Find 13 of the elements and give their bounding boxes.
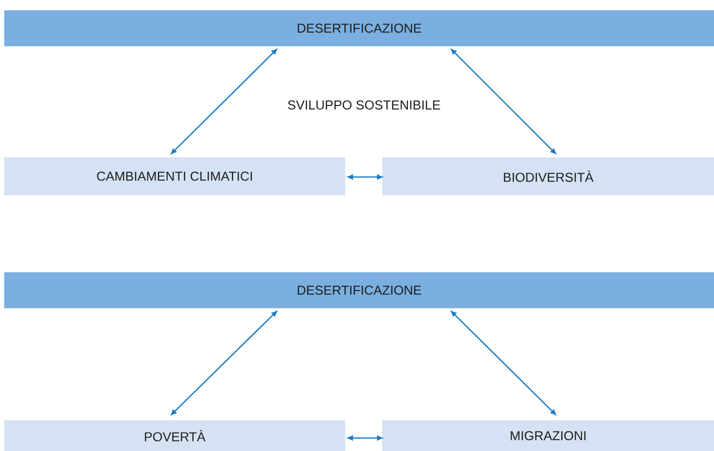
topic-box: BIODIVERSITÀ (382, 157, 714, 196)
double-arrow (348, 436, 382, 440)
double-arrow (451, 311, 556, 415)
header-bar: DESERTIFICAZIONE (4, 10, 714, 46)
double-arrow (348, 174, 382, 180)
topic-box: CAMBIAMENTI CLIMATICI (4, 157, 346, 196)
double-arrow (171, 311, 277, 415)
double-arrow (451, 49, 556, 154)
topic-box: POVERTÀ (4, 420, 346, 451)
header-bar: DESERTIFICAZIONE (4, 272, 714, 308)
double-arrow (171, 49, 277, 154)
center-label: SVILUPPO SOSTENIBILE (288, 100, 440, 110)
topic-box: MIGRAZIONI (382, 420, 714, 451)
